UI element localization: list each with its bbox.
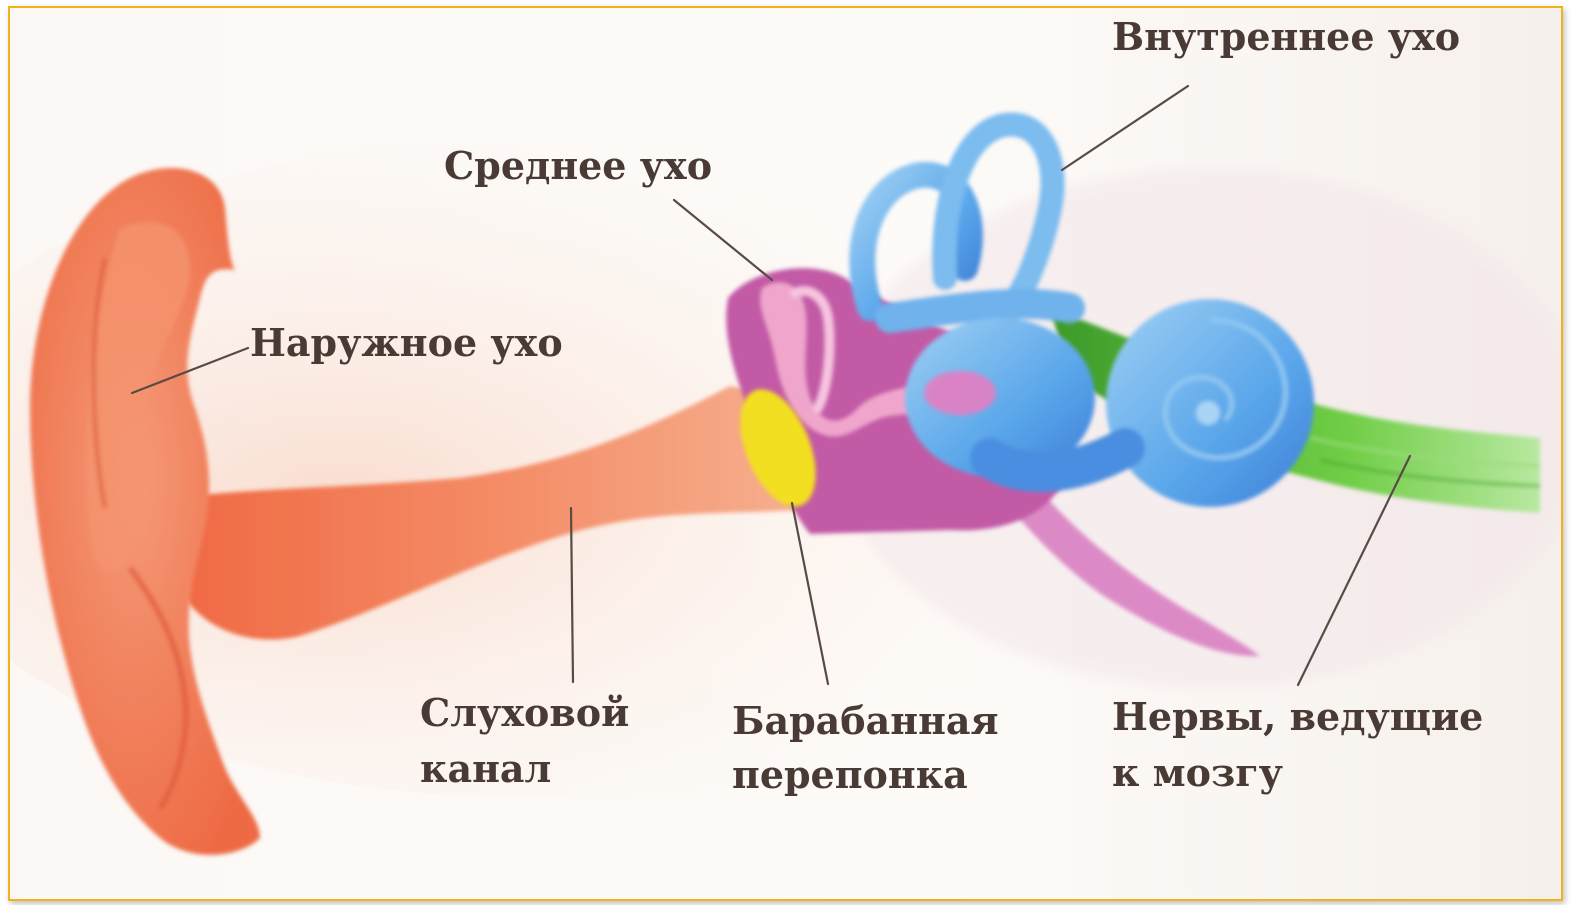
label-eardrum-line1: Барабанная (732, 698, 999, 743)
label-ear-canal-line1: Слуховой (420, 690, 629, 735)
label-outer-ear: Наружное ухо (250, 320, 563, 365)
label-middle-ear: Среднее ухо (444, 143, 712, 188)
inner-ear-leader-line (1062, 86, 1188, 170)
ear-anatomy-diagram: Наружное ухо Среднее ухо Внутреннее ухо … (10, 8, 1561, 899)
label-nerves-line1: Нервы, ведущие (1112, 694, 1483, 739)
label-ear-canal-line2: канал (420, 746, 551, 791)
diagram-frame: Наружное ухо Среднее ухо Внутреннее ухо … (8, 6, 1563, 901)
label-inner-ear: Внутреннее ухо (1112, 14, 1460, 59)
label-nerves-line2: к мозгу (1112, 750, 1283, 795)
oval-window-shape (924, 371, 996, 415)
label-eardrum-line2: перепонка (732, 752, 968, 797)
